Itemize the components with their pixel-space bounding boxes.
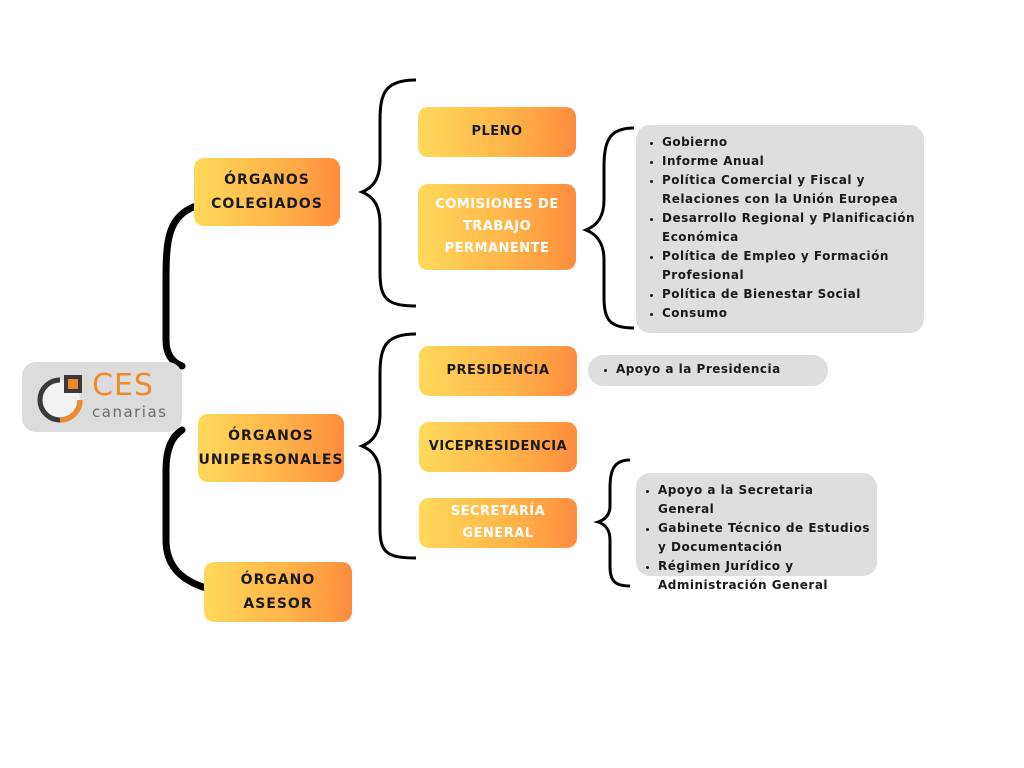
presidencia-list: Apoyo a la Presidencia [594,360,820,379]
list-item: Política de Empleo y Formación Profesion… [662,247,916,285]
brace-secretaria [593,458,631,588]
list-item: Informe Anual [662,152,916,171]
comisiones-box: COMISIONES DE TRABAJO PERMANENTE [418,184,576,270]
organo-asesor-box: ÓRGANO ASESOR [204,562,352,622]
list-item: Política de Bienestar Social [662,285,916,304]
brace-comisiones [581,126,635,330]
logo-emblem-icon [37,375,83,423]
secretaria-general-label: SECRETARÍA GENERAL [450,504,546,541]
organos-colegiados-label: ÓRGANOS COLEGIADOS [211,172,323,212]
secretaria-general-box: SECRETARÍA GENERAL [419,498,577,548]
logo-canarias-text: canarias [92,403,168,421]
list-item: Apoyo a la Presidencia [616,360,820,379]
organos-colegiados-box: ÓRGANOS COLEGIADOS [194,158,340,226]
list-item: Régimen Jurídico y Administración Genera… [658,557,871,595]
list-item: Consumo [662,304,916,323]
organos-unipersonales-box: ÓRGANOS UNIPERSONALES [198,414,344,482]
list-item: Gabinete Técnico de Estudios y Documenta… [658,519,871,557]
organos-unipersonales-label: ÓRGANOS UNIPERSONALES [198,428,344,468]
brace-unipersonales [357,332,417,560]
vicepresidencia-label: VICEPRESIDENCIA [428,439,568,454]
secretaria-list-panel: Apoyo a la Secretaria General Gabinete T… [636,473,877,592]
ces-canarias-logo: CES canarias [22,362,182,432]
pleno-label: PLENO [471,124,523,139]
trunk-connector-lower [162,426,210,592]
presidencia-label: PRESIDENCIA [446,363,550,378]
presidencia-box: PRESIDENCIA [419,346,577,396]
comisiones-label: COMISIONES DE TRABAJO PERMANENTE [435,197,559,256]
presidencia-list-panel: Apoyo a la Presidencia [588,355,828,386]
organo-asesor-label: ÓRGANO ASESOR [240,572,316,612]
list-item: Desarrollo Regional y Planificación Econ… [662,209,916,247]
pleno-box: PLENO [418,107,576,157]
list-item: Gobierno [662,133,916,152]
logo-ces-text: CES [92,368,154,403]
vicepresidencia-box: VICEPRESIDENCIA [419,422,577,472]
brace-colegiados [357,78,417,308]
secretaria-list: Apoyo a la Secretaria General Gabinete T… [636,481,871,595]
trunk-connector [162,202,200,370]
comisiones-list-panel: Gobierno Informe Anual Política Comercia… [636,125,924,333]
list-item: Política Comercial y Fiscal y Relaciones… [662,171,916,209]
comisiones-list: Gobierno Informe Anual Política Comercia… [640,133,916,323]
list-item: Apoyo a la Secretaria General [658,481,871,519]
